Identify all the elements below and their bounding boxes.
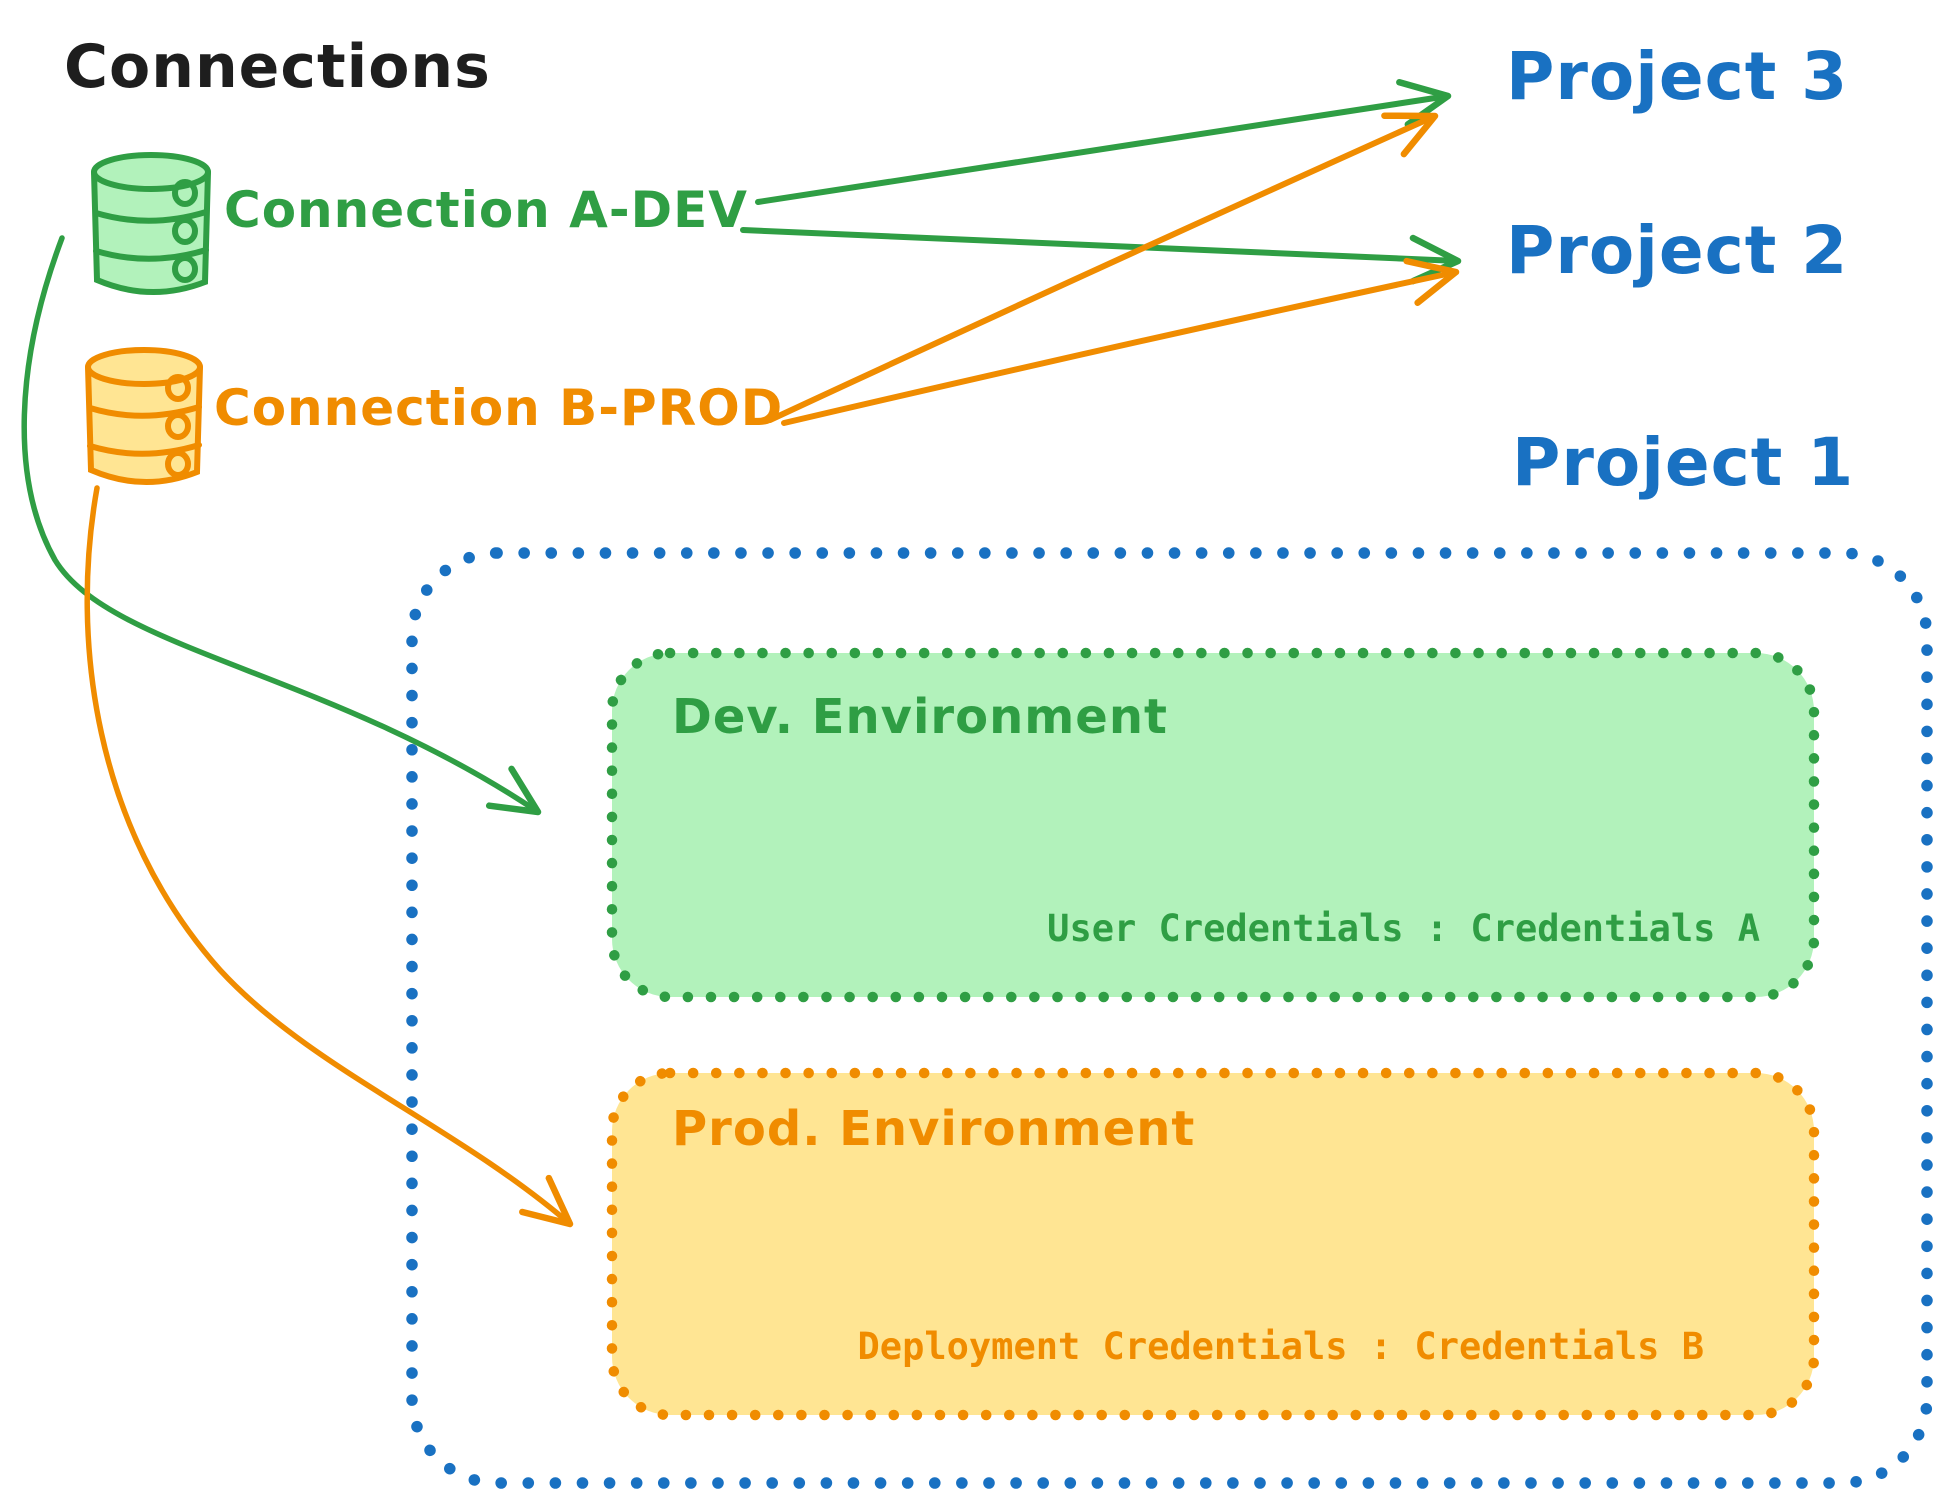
dev-environment-box bbox=[606, 647, 1820, 1003]
arrow-a-dev-to-dev-environment bbox=[21, 235, 542, 816]
dev-environment-label: Dev. Environment bbox=[672, 689, 1168, 745]
project-1-container-box bbox=[406, 547, 1933, 1489]
project-3-label: Project 3 bbox=[1506, 38, 1849, 115]
dev-environment-credentials: User Credentials : Credentials A bbox=[1047, 907, 1760, 950]
project-2-label: Project 2 bbox=[1506, 212, 1849, 289]
connection-a-dev-label: Connection A-DEV bbox=[224, 181, 748, 239]
arrow-b-prod-to-project-3 bbox=[767, 112, 1439, 423]
connection-b-prod-label: Connection B-PROD bbox=[214, 379, 784, 437]
database-cylinder-icon-prod bbox=[85, 347, 203, 485]
arrow-a-dev-to-project-2 bbox=[740, 227, 1462, 285]
arrow-a-dev-to-project-3 bbox=[755, 78, 1452, 205]
prod-environment-box bbox=[606, 1067, 1820, 1421]
prod-environment-label: Prod. Environment bbox=[672, 1101, 1196, 1157]
prod-environment-credentials: Deployment Credentials : Credentials B bbox=[857, 1325, 1704, 1368]
page-title: Connections bbox=[64, 32, 491, 102]
arrow-b-prod-to-prod-environment bbox=[84, 485, 574, 1228]
arrow-b-prod-to-project-2 bbox=[781, 257, 1460, 426]
project-1-label: Project 1 bbox=[1512, 424, 1855, 501]
database-cylinder-icon-dev bbox=[91, 152, 211, 295]
